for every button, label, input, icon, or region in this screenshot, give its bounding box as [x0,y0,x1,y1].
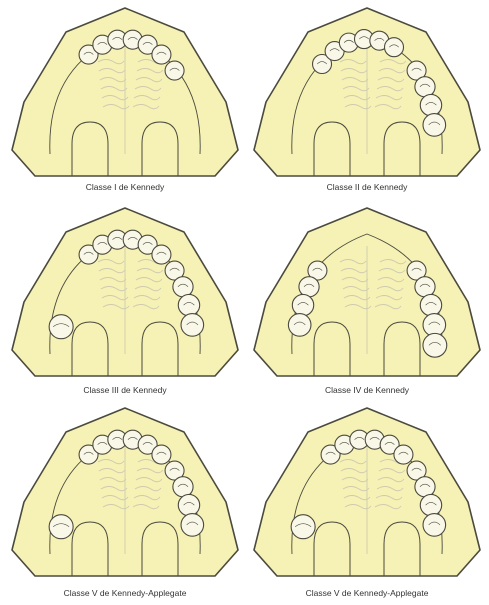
posterior-tooth-right [165,61,184,80]
tooth-crown [415,277,435,297]
tooth-crown [49,315,73,339]
tooth-crown [173,277,193,297]
posterior-tooth-right [178,494,199,515]
diagram-caption: Classe III de Kennedy [10,385,240,395]
posterior-tooth-right [420,494,441,515]
posterior-tooth-right [178,294,199,315]
tooth-crown [152,445,171,464]
tooth-crown [152,245,171,264]
posterior-tooth-right [420,294,441,315]
tooth-crown [423,314,446,337]
tooth-crown [423,333,447,357]
diagram-caption: Classe IV de Kennedy [252,385,482,395]
posterior-tooth-right [173,277,193,297]
tooth-crown [178,494,199,515]
posterior-tooth-left [288,314,311,337]
dental-arch-drawing [10,204,240,379]
tooth-crown [152,45,171,64]
isolated-molar-left [49,315,73,339]
kennedy-class-iii-diagram: Classe III de Kennedy [10,204,240,379]
tooth-crown [178,294,199,315]
tooth-crown [173,477,193,497]
dental-arch-drawing [252,204,482,379]
posterior-tooth-left [292,294,313,315]
tooth-crown [415,77,435,97]
kennedy-applegate-class-v-diagram-alt: Classe V de Kennedy-Applegate [252,404,482,579]
tooth-crown [415,477,435,497]
posterior-tooth-right [423,114,446,137]
isolated-molar-left [291,515,315,539]
tooth-crown [423,114,446,137]
tooth-crown [420,94,441,115]
posterior-tooth-right [423,333,447,357]
kennedy-class-ii-diagram: Classe II de Kennedy [252,4,482,179]
dental-arch-drawing [252,404,482,579]
tooth-crown [394,445,413,464]
tooth-crown [181,314,204,337]
diagram-caption: Classe II de Kennedy [252,182,482,192]
posterior-tooth-right [415,477,435,497]
tooth-crown [420,294,441,315]
anterior-tooth [152,45,171,64]
diagram-caption: Classe I de Kennedy [10,182,240,192]
tooth-crown [181,514,204,537]
dental-arch-drawing [252,4,482,179]
posterior-tooth-left [299,277,319,297]
dental-arch-drawing [10,4,240,179]
tooth-crown [165,61,184,80]
dental-arch-drawing [10,404,240,579]
tooth-crown [423,514,446,537]
tooth-crown [420,494,441,515]
anterior-tooth [152,445,171,464]
posterior-tooth-right [423,514,446,537]
tooth-crown [299,277,319,297]
tooth-crown [385,38,404,57]
posterior-tooth-right [181,314,204,337]
kennedy-class-iv-diagram: Classe IV de Kennedy [252,204,482,379]
kennedy-class-i-diagram: Classe I de Kennedy [10,4,240,179]
posterior-tooth-right [415,277,435,297]
kennedy-applegate-class-v-diagram: Classe V de Kennedy-Applegate [10,404,240,579]
posterior-tooth-right [420,94,441,115]
tooth-crown [292,294,313,315]
tooth-crown [49,515,73,539]
posterior-tooth-right [423,314,446,337]
tooth-crown [291,515,315,539]
posterior-tooth-right [415,77,435,97]
isolated-molar-left [49,515,73,539]
anterior-tooth [394,445,413,464]
tooth-crown [288,314,311,337]
posterior-tooth-right [173,477,193,497]
diagram-caption: Classe V de Kennedy-Applegate [252,588,482,598]
anterior-tooth [152,245,171,264]
anterior-tooth [385,38,404,57]
diagram-caption: Classe V de Kennedy-Applegate [10,588,240,598]
posterior-tooth-right [181,514,204,537]
